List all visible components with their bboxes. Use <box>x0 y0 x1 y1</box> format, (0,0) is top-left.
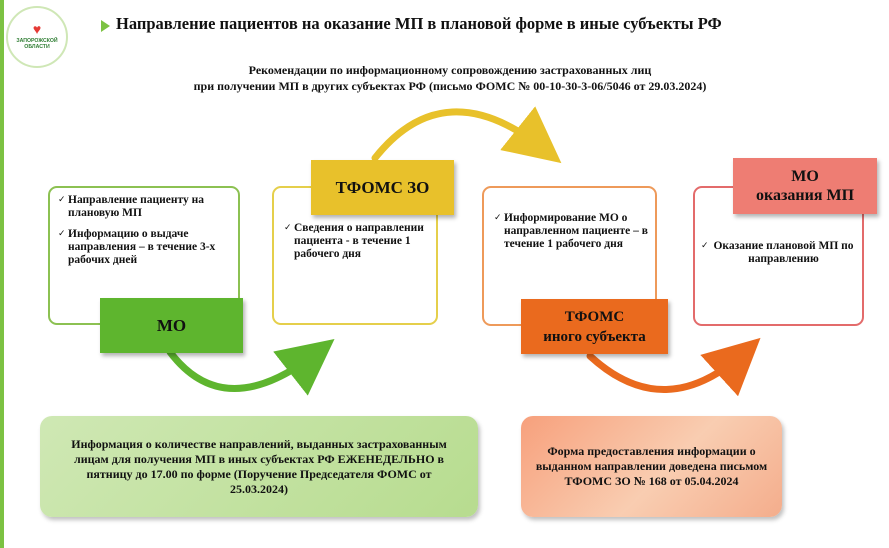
list-item-text: Информирование МО о направленном пациент… <box>504 212 648 250</box>
title-bullet-icon <box>101 20 110 32</box>
arrow-other-to-mo-help <box>586 337 761 397</box>
list-item-text: Информацию о выдаче направления – в тече… <box>68 228 216 266</box>
page-title: Направление пациентов на оказание МП в п… <box>116 14 722 33</box>
heart-hands-icon: ♥ <box>32 23 42 38</box>
step-label-tfoms-other: ТФОМС иного субъекта <box>521 299 668 354</box>
weekly-report-text: Информация о количестве направлений, выд… <box>71 436 447 496</box>
list-item: ✓Направление пациенту на плановую МП <box>58 194 232 220</box>
list-item-text: Оказание плановой МП по направлению <box>713 240 854 265</box>
logo-text: ЗАПОРОЖСКОЙ ОБЛАСТИ <box>16 38 58 50</box>
accent-bar <box>0 0 4 548</box>
list-item: ✓Информирование МО о направленном пациен… <box>494 212 649 251</box>
check-icon: ✓ <box>58 229 66 239</box>
logo: ♥ ЗАПОРОЖСКОЙ ОБЛАСТИ <box>6 6 68 68</box>
label-line-1: ТФОМС <box>564 308 625 325</box>
weekly-report-note: Информация о количестве направлений, выд… <box>40 416 478 517</box>
check-icon: ✓ <box>58 195 66 205</box>
label-line-2: иного субъекта <box>543 328 646 345</box>
page-subtitle: Рекомендации по информационному сопровож… <box>130 62 770 94</box>
step-label-mo-help: МО оказания МП <box>733 158 877 214</box>
label-line-2: оказания МП <box>755 187 855 204</box>
step-label-mo: МО <box>100 298 243 353</box>
list-item: ✓Информацию о выдаче направления – в теч… <box>58 228 232 267</box>
step-label-tfoms-zo: ТФОМС ЗО <box>311 160 454 215</box>
arrow-mo-to-tfoms <box>166 339 335 396</box>
form-letter-note: Форма предоставления информации о выданн… <box>521 416 782 517</box>
form-letter-text: Форма предоставления информации о выданн… <box>535 444 768 488</box>
check-icon: ✓ <box>701 241 709 251</box>
list-item-text: Направление пациенту на плановую МП <box>68 194 205 219</box>
list-item: ✓ Оказание плановой МП по направлению <box>701 240 856 266</box>
label-line-1: МО <box>791 168 819 185</box>
list-item-text: Сведения о направлении пациента - в тече… <box>294 222 424 260</box>
arrow-tfoms-to-other <box>371 106 562 164</box>
subtitle-line-2: при получении МП в других субъектах РФ (… <box>193 79 707 93</box>
check-icon: ✓ <box>494 213 502 223</box>
list-item: ✓Сведения о направлении пациента - в теч… <box>284 222 430 261</box>
subtitle-line-1: Рекомендации по информационному сопровож… <box>248 63 652 77</box>
check-icon: ✓ <box>284 223 292 233</box>
